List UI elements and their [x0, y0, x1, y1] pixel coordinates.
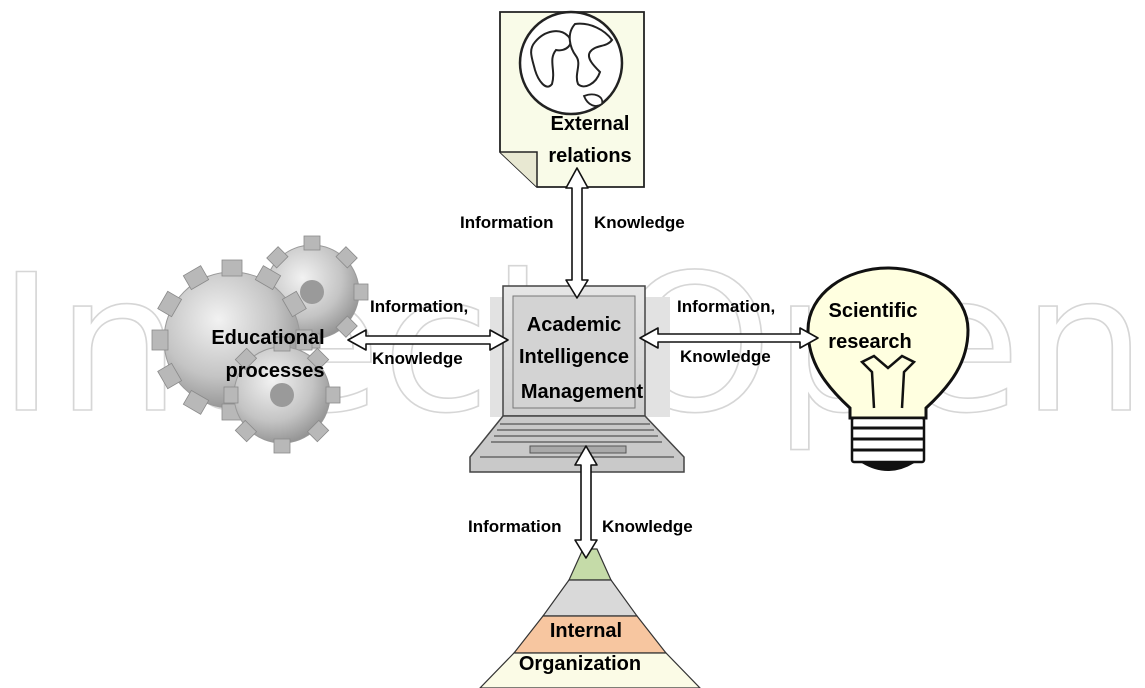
scientific-research-line-1: Scientific: [829, 300, 918, 322]
document-fold: [500, 151, 538, 187]
lightbulb-filament: [859, 354, 917, 409]
internal-organization-node: Internal Organization: [479, 548, 701, 688]
pyramid-mid-tier: [541, 579, 639, 617]
lightbulb-base: [850, 416, 926, 471]
gear-icon-lower: [223, 336, 341, 454]
educational-processes-line-1: Educational: [211, 327, 324, 349]
left-edge-information-label: Information,: [370, 297, 468, 316]
left-edge-knowledge-label: Knowledge: [372, 349, 463, 368]
academic-intelligence-management-node: Academic Intelligence Management: [469, 285, 685, 473]
laptop-key-rows: [480, 423, 674, 458]
bottom-edge-information-label: Information: [468, 517, 562, 536]
arrow-bottom-bidirectional: [574, 445, 598, 559]
right-edge-information-label: Information,: [677, 297, 775, 316]
laptop-trackpad: [529, 445, 627, 454]
external-relations-line-1: External: [551, 113, 630, 135]
arrow-top-bidirectional: [565, 167, 589, 299]
scientific-research-line-2: research: [828, 331, 911, 353]
internal-organization-line-1: Internal: [550, 620, 622, 642]
lightbulb-icon: [806, 266, 970, 420]
external-relations-node: External relations: [499, 10, 645, 188]
pyramid-base-tier: [479, 652, 701, 688]
bottom-edge-knowledge-label: Knowledge: [602, 517, 693, 536]
top-edge-knowledge-label: Knowledge: [594, 213, 685, 232]
center-line-3: Management: [521, 381, 644, 403]
center-line-1: Academic: [527, 314, 622, 336]
pyramid-top-tier: [568, 548, 612, 581]
educational-processes-node: Educational processes: [151, 235, 369, 454]
external-relations-line-2: relations: [548, 145, 631, 167]
top-edge-information-label: Information: [460, 213, 554, 232]
globe-icon: [518, 10, 624, 116]
laptop-display-area: [512, 295, 636, 409]
center-line-2: Intelligence: [519, 346, 629, 368]
arrow-right-bidirectional: [639, 327, 819, 349]
educational-processes-line-2: processes: [226, 360, 325, 382]
right-edge-knowledge-label: Knowledge: [680, 347, 771, 366]
scientific-research-node: Scientific research: [806, 266, 970, 471]
arrow-left-bidirectional: [347, 329, 509, 351]
internal-organization-line-2: Organization: [519, 653, 641, 675]
